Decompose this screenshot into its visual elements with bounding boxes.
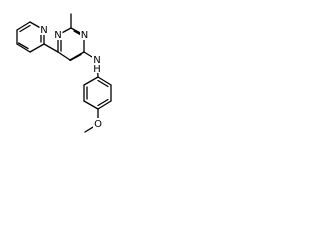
phenyl-double-bond bbox=[97, 79, 109, 88]
phenyl-double-bond bbox=[97, 98, 109, 107]
pyridine-bond bbox=[16, 43, 31, 53]
phenyl-bond bbox=[83, 100, 99, 110]
pyrimidine-n1-label: N bbox=[81, 30, 88, 41]
methoxyphenyl-ring bbox=[83, 76, 112, 110]
chemical-structure-diagram: N N N N H O bbox=[16, 13, 112, 133]
phenyl-bond bbox=[97, 76, 112, 86]
pyrimidine-n2-label: N bbox=[54, 30, 61, 41]
methoxy-o-label: O bbox=[94, 119, 102, 130]
amine-h-label: H bbox=[93, 64, 101, 75]
phenyl-bond bbox=[97, 100, 112, 110]
pyridine-n-label: N bbox=[40, 25, 47, 36]
pyridine-double-bond bbox=[17, 42, 29, 50]
pyrimidine-double-bond bbox=[69, 53, 82, 62]
amine-n-label: N bbox=[93, 55, 100, 66]
phenyl-bond bbox=[83, 76, 99, 86]
pyrimidine-bond bbox=[57, 51, 71, 61]
biaryl-bond bbox=[43, 43, 59, 53]
pyridine-double-bond bbox=[19, 24, 31, 33]
pyridine-bond bbox=[29, 43, 45, 53]
pyridine-bond bbox=[16, 21, 31, 31]
